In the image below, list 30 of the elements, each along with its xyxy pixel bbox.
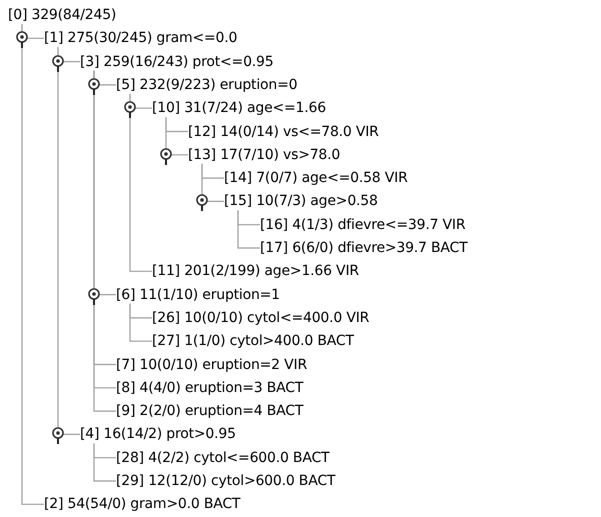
tree-node-label: [27] 1(1/0) cytol>400.0 BACT (152, 332, 354, 350)
tree-node-label: [5] 232(9/223) eruption=0 (116, 76, 298, 94)
tree-branch-line (57, 47, 80, 435)
tree-node-label: [15] 10(7/3) age>0.58 (224, 192, 378, 210)
tree-node-label: [12] 14(0/14) vs<=78.0 VIR (188, 122, 379, 140)
tree-node-label: [28] 4(2/2) cytol<=600.0 BACT (116, 448, 330, 467)
tree-node-label: [13] 17(7/10) vs>78.0 (188, 146, 340, 164)
tree-node-label: [10] 31(7/24) age<=1.66 (152, 99, 326, 118)
tree-branch-line (237, 210, 260, 249)
tree-node-label: [17] 6(6/0) dfievre>39.7 BACT (260, 239, 468, 257)
tree-node-label: [11] 201(2/199) age>1.66 VIR (152, 262, 359, 280)
tree-node-label: [2] 54(54/0) gram>0.0 BACT (44, 495, 240, 514)
tree-node-label: [26] 10(0/10) cytol<=400.0 VIR (152, 308, 370, 327)
tree-node-label: [4] 16(14/2) prot>0.95 (80, 425, 236, 444)
tree-node-label: [6] 11(1/10) eruption=1 (116, 286, 280, 304)
tree-node-label: [29] 12(12/0) cytol>600.0 BACT (116, 472, 336, 490)
tree-node-label: [7] 10(0/10) eruption=2 VIR (116, 356, 307, 374)
tree-branch-line (129, 304, 152, 342)
tree-node-label: [14] 7(0/7) age<=0.58 VIR (224, 169, 408, 188)
tree-node-label: [9] 2(2/0) eruption=4 BACT (116, 402, 304, 420)
tree-branch-line (21, 24, 44, 505)
tree-node-label: [1] 275(30/245) gram<=0.0 (44, 29, 238, 48)
tree-node-label: [16] 4(1/3) dfievre<=39.7 VIR (260, 216, 466, 234)
tree-branch-line (129, 94, 152, 272)
tree-branch-line (165, 117, 188, 156)
tree-node-label: [0] 329(84/245) (8, 6, 116, 24)
tree-branch-line (93, 443, 116, 482)
tree-node-label: [8] 4(4/0) eruption=3 BACT (116, 378, 304, 397)
tree-node-label: [3] 259(16/243) prot<=0.95 (80, 52, 274, 71)
tree-branch-line (201, 164, 224, 202)
